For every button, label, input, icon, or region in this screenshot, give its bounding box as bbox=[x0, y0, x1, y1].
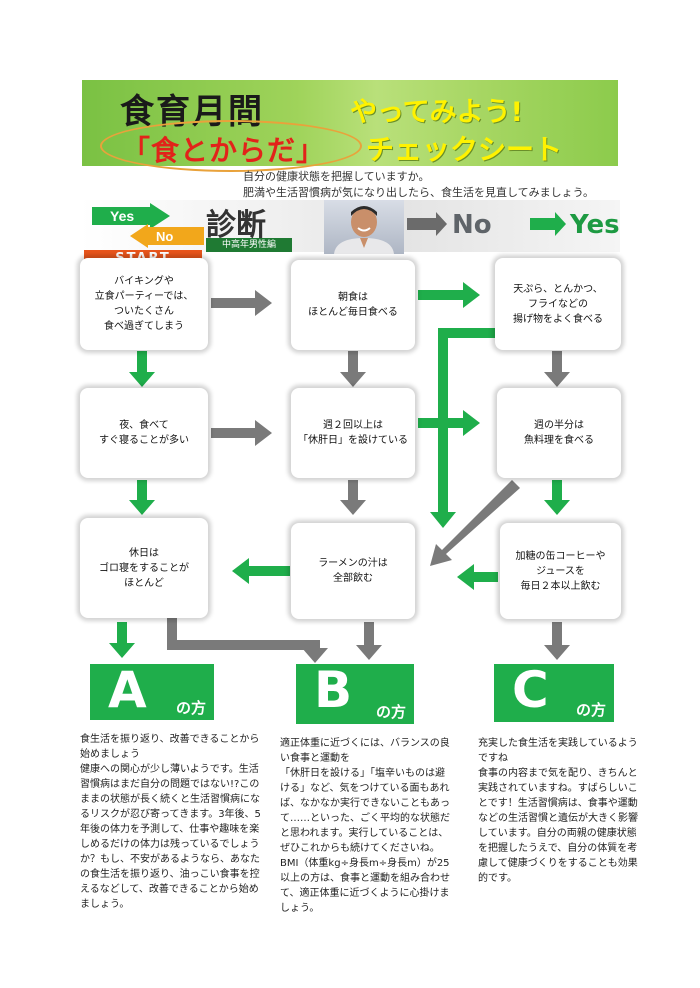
arrow-q9-q8 bbox=[457, 564, 498, 590]
legend-gray-arrow-icon bbox=[407, 212, 447, 236]
result-b-suffix: の方 bbox=[375, 703, 406, 721]
question-q7: 休日は ゴロ寝をすることが ほとんど bbox=[80, 518, 208, 618]
arrow-q7-a bbox=[109, 622, 135, 658]
arrow-q4-q5 bbox=[211, 420, 272, 446]
result-b-letter: B bbox=[314, 661, 353, 719]
person-illustration-icon bbox=[334, 206, 394, 254]
title-try: やってみよう! bbox=[350, 97, 523, 128]
title-oval bbox=[100, 120, 362, 172]
question-q4: 夜、食べて すぐ寝ることが多い bbox=[80, 388, 208, 478]
result-b-text: 適正体重に近づくには、バランスの良い食事と運動を 「休肝日を設ける」「塩辛いもの… bbox=[280, 738, 450, 914]
title-checksheet: チェックシート bbox=[366, 133, 563, 166]
target-label: 中高年男性編 bbox=[206, 238, 292, 252]
arrow-q1-q4 bbox=[129, 351, 155, 387]
arrow-q9-c bbox=[544, 622, 570, 660]
question-q5: 週２回以上は 「休肝日」を設けている bbox=[291, 388, 415, 478]
arrow-q2-q3 bbox=[418, 282, 480, 308]
yes-label: Yes bbox=[110, 208, 134, 224]
question-q2: 朝食は ほとんど毎日食べる bbox=[291, 260, 415, 350]
result-a-suffix: の方 bbox=[175, 699, 206, 717]
legend-green-arrow-icon bbox=[530, 212, 566, 236]
no-label: No bbox=[156, 229, 173, 244]
arrow-q5-q6 bbox=[418, 410, 480, 436]
arrow-q6-q8 bbox=[430, 480, 520, 566]
result-a-badge: A の方 bbox=[90, 661, 214, 720]
result-a-letter: A bbox=[108, 661, 147, 719]
question-q1: バイキングや 立食パーティーでは、 ついたくさん 食べ過ぎてしまう bbox=[80, 258, 208, 350]
diagnosis-heading: 診断 bbox=[206, 208, 266, 243]
intro-line-1: 自分の健康状態を把握していますか。 bbox=[243, 170, 430, 183]
arrow-q3-q8 bbox=[430, 328, 495, 528]
arrow-q8-q7 bbox=[232, 558, 290, 584]
intro-line-2: 肥満や生活習慣病が気になり出したら、食生活を見直してみましょう。 bbox=[243, 186, 595, 199]
legend-no: No bbox=[452, 210, 492, 240]
result-c-suffix: の方 bbox=[575, 701, 606, 719]
arrow-q8-b bbox=[356, 622, 382, 660]
question-q9: 加糖の缶コーヒーや ジュースを 毎日２本以上飲む bbox=[500, 523, 621, 619]
yes-arrow-icon: Yes bbox=[92, 203, 170, 229]
arrow-q7-b bbox=[167, 618, 328, 663]
arrow-q4-q7 bbox=[129, 480, 155, 515]
arrow-q2-q5 bbox=[340, 351, 366, 387]
question-q6: 週の半分は 魚料理を食べる bbox=[497, 388, 621, 478]
result-c-letter: C bbox=[512, 661, 549, 719]
result-b-badge: B の方 bbox=[296, 661, 414, 724]
result-c-badge: C の方 bbox=[494, 661, 614, 722]
arrow-q5-q8 bbox=[340, 480, 366, 515]
arrow-q1-q2 bbox=[211, 290, 272, 316]
question-q8: ラーメンの汁は 全部飲む bbox=[291, 523, 415, 619]
result-a-text: 食生活を振り返り、改善できることから始めましょう 健康への関心が少し薄いようです… bbox=[80, 734, 261, 910]
question-q3: 天ぷら、とんかつ、 フライなどの 揚げ物をよく食べる bbox=[495, 258, 621, 350]
title-sub: 「食とからだ」 bbox=[122, 134, 326, 167]
arrow-q3-q6 bbox=[544, 351, 570, 387]
result-c-text: 充実した食生活を実践しているようですね 食事の内容まで気を配り、きちんと実践され… bbox=[478, 738, 638, 884]
no-arrow-icon: No bbox=[130, 224, 204, 248]
arrow-q6-q9 bbox=[544, 480, 570, 515]
legend-yes: Yes bbox=[570, 210, 620, 240]
person-photo bbox=[324, 200, 404, 254]
